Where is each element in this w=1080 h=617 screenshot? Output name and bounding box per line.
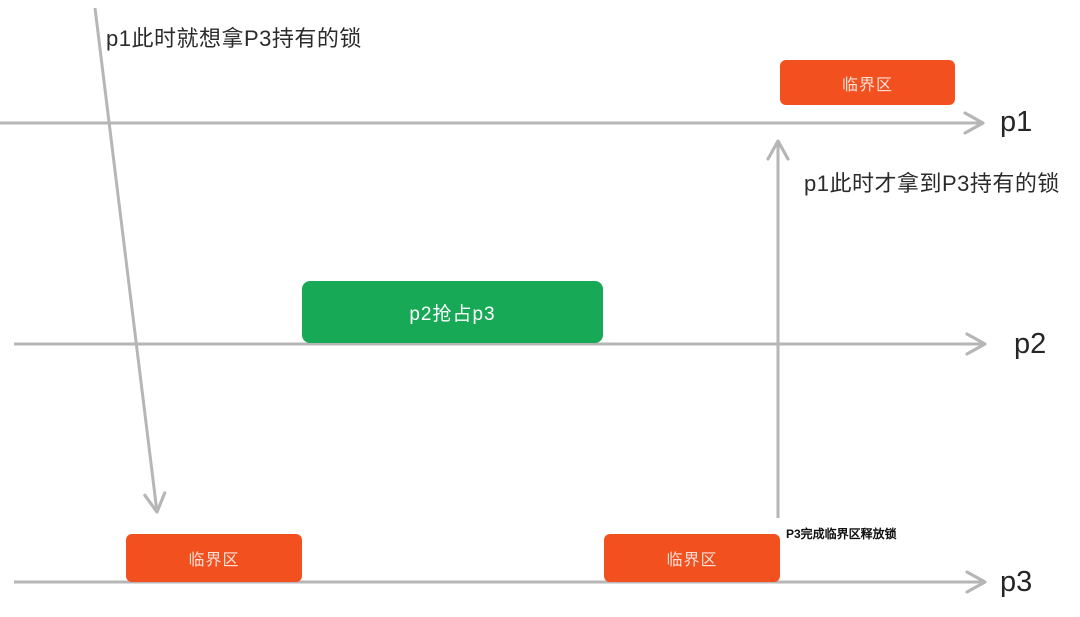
timeline-label-p1: p1 — [1000, 106, 1033, 138]
p3-critical-section-block-2: 临界区 — [604, 534, 780, 582]
p3-critical-section-1-label: 临界区 — [188, 552, 240, 569]
timeline-label-p2: p2 — [1014, 328, 1047, 360]
note-p3-releases-lock: P3完成临界区释放锁 — [786, 527, 897, 541]
arrow-p1-wants-lock — [93, 7, 167, 514]
p1-critical-section-label: 临界区 — [841, 76, 893, 94]
note-p1-gets-lock: p1此时才拿到P3持有的锁 — [804, 171, 1060, 196]
timeline-label-p3: p3 — [1000, 566, 1033, 598]
p2-preemption-label: p2抢占p3 — [409, 303, 496, 325]
note-p1-wants-lock: p1此时就想拿P3持有的锁 — [106, 26, 362, 51]
p3-critical-section-block-1: 临界区 — [126, 534, 302, 582]
p1-critical-section-block: 临界区 — [780, 60, 955, 105]
p2-preemption-block: p2抢占p3 — [302, 281, 603, 343]
p3-critical-section-2-label: 临界区 — [666, 552, 718, 569]
